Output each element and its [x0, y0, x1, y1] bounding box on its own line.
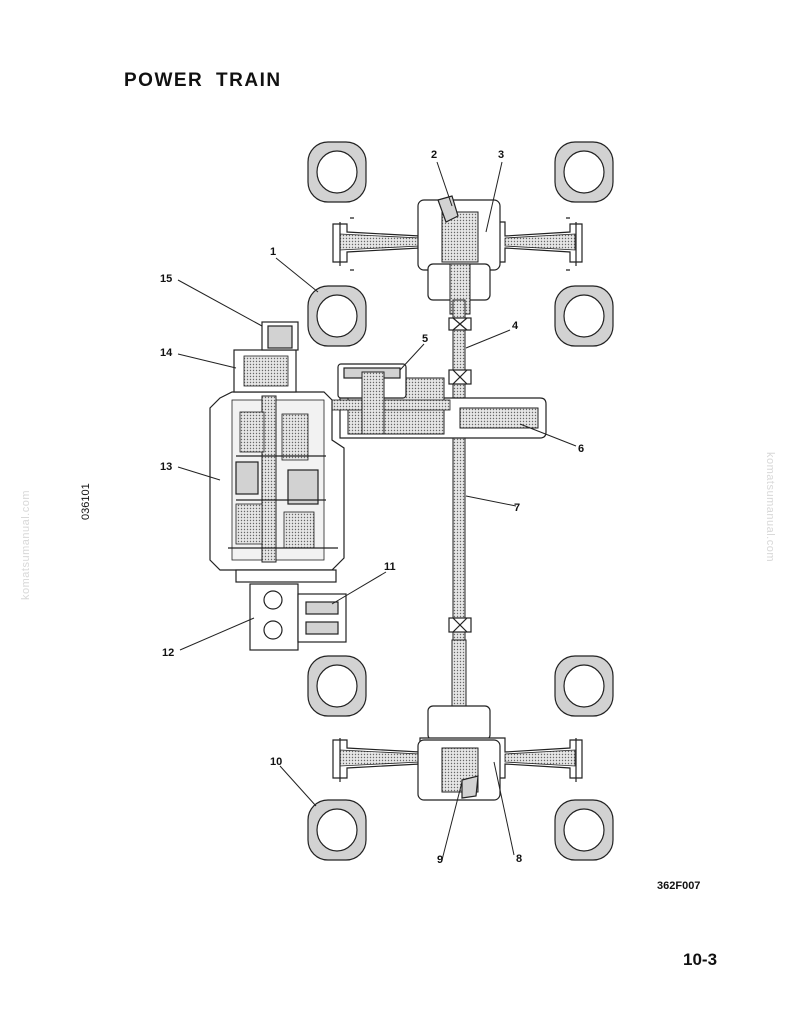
front-propeller-shaft — [448, 299, 472, 641]
center-joint — [448, 617, 472, 633]
rear-axle — [332, 737, 583, 801]
front-axle — [332, 195, 583, 271]
rear-pinion-housing — [427, 639, 491, 741]
callout-4: 4 — [512, 320, 519, 332]
callout-15: 15 — [160, 273, 172, 285]
callout-2: 2 — [431, 149, 437, 161]
callout-9: 9 — [437, 854, 443, 866]
transmission — [209, 391, 345, 571]
callout-7: 7 — [514, 502, 520, 514]
callout-1: 1 — [270, 246, 276, 258]
parking-brake — [337, 363, 407, 435]
torque-converter — [233, 349, 297, 393]
callout-5: 5 — [422, 333, 428, 345]
wheel-front-right — [554, 141, 614, 203]
figure-code: 362F007 — [657, 880, 701, 892]
pump — [249, 583, 299, 651]
damper — [261, 321, 299, 351]
callout-13: 13 — [160, 461, 172, 473]
wheel-rear-right-outer — [554, 799, 614, 861]
callout-14: 14 — [160, 347, 173, 359]
wheel-front-left-inner — [307, 285, 367, 347]
wheel-front-right-inner — [554, 285, 614, 347]
pump-drive — [297, 593, 347, 643]
transfer-case — [299, 377, 547, 439]
page-number: 10-3 — [683, 950, 718, 969]
callout-8: 8 — [516, 853, 522, 865]
callout-3: 3 — [498, 149, 504, 161]
leader-lines — [177, 161, 577, 861]
callout-10: 10 — [270, 756, 282, 768]
callout-6: 6 — [578, 443, 584, 455]
page-title: POWER TRAIN — [124, 70, 282, 91]
wheel-rear-right — [554, 655, 614, 717]
callout-11: 11 — [384, 561, 396, 573]
wheel-rear-left — [307, 655, 367, 717]
wheel-rear-left-outer — [307, 799, 367, 861]
callout-12: 12 — [162, 647, 174, 659]
wheel-front-left — [307, 141, 367, 203]
